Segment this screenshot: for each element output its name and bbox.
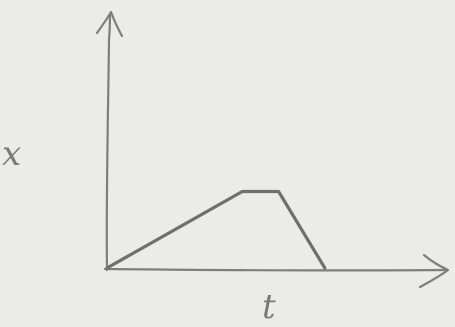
y-axis-label: x <box>2 134 21 174</box>
x-axis-line <box>103 267 447 272</box>
y-axis <box>95 10 124 272</box>
y-axis-line <box>105 13 112 272</box>
x-axis <box>103 253 450 289</box>
x-axis-arrowhead <box>418 253 450 289</box>
position-trace-line <box>105 189 327 270</box>
y-axis-arrowhead <box>95 10 124 38</box>
x-axis-label: t <box>262 287 276 327</box>
